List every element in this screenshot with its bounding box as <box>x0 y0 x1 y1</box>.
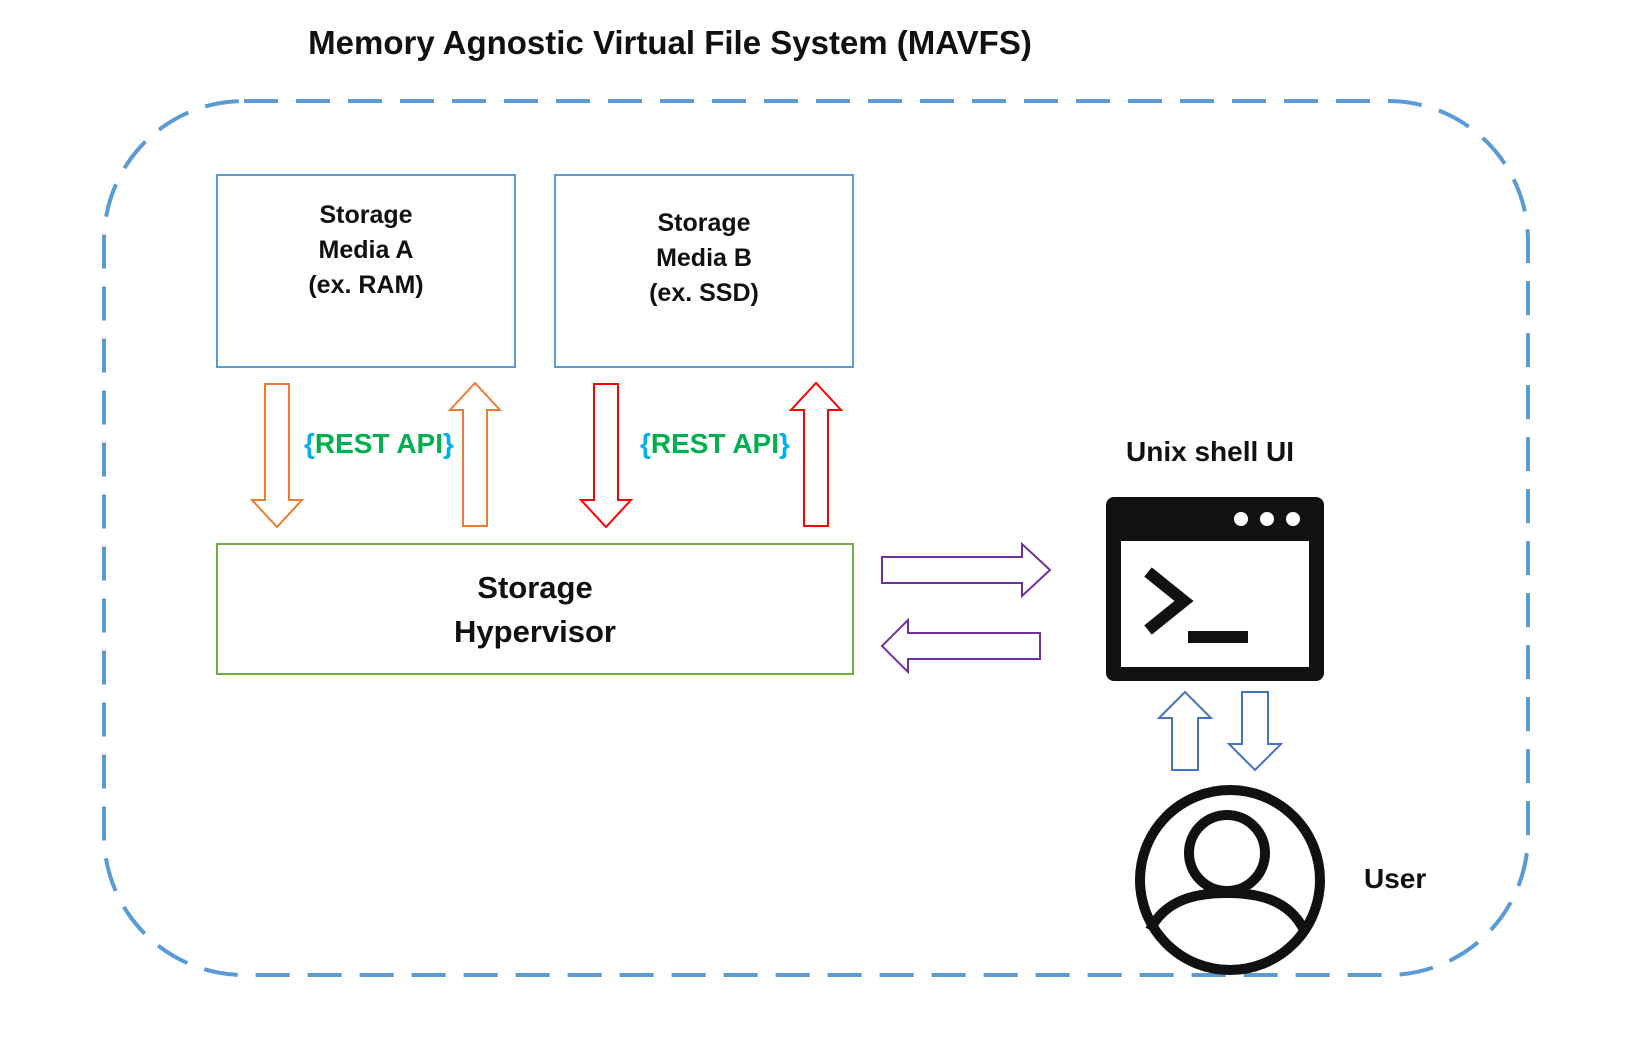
diagram-title: Memory Agnostic Virtual File System (MAV… <box>308 24 1032 61</box>
rest-api-b-close-brace: } <box>779 428 790 459</box>
media-b-line-2: Media B <box>656 244 752 272</box>
rest-api-a-close-brace: } <box>443 428 454 459</box>
rest-api-b-text: REST API <box>650 428 779 459</box>
storage-media-b-label: Storage Media B (ex. SSD) <box>555 206 853 311</box>
system-boundary <box>102 99 1530 977</box>
rest-api-label-a: {REST API} <box>304 428 454 460</box>
shell-to-user-arrow <box>1226 691 1284 772</box>
media-a-up-arrow <box>447 381 503 527</box>
hypervisor-line-2: Hypervisor <box>454 614 616 649</box>
media-a-line-2: Media A <box>318 236 414 264</box>
media-a-line-3: (ex. RAM) <box>308 271 424 299</box>
storage-media-a-box <box>216 174 516 368</box>
rest-api-a-open-brace: { <box>304 428 315 459</box>
storage-media-b-box <box>554 174 854 368</box>
hypervisor-to-shell-arrow <box>881 541 1052 599</box>
unix-shell-ui-label: Unix shell UI <box>1126 436 1295 467</box>
storage-media-a-label: Storage Media A (ex. RAM) <box>217 198 515 303</box>
storage-hypervisor-label: Storage Hypervisor <box>217 566 853 654</box>
media-b-up-arrow <box>788 381 844 527</box>
shell-to-hypervisor-arrow <box>880 617 1041 675</box>
user-label: User <box>1364 863 1427 894</box>
user-avatar-icon <box>1135 785 1325 975</box>
hypervisor-line-1: Storage <box>477 570 593 605</box>
media-a-down-arrow <box>249 383 305 529</box>
media-b-line-1: Storage <box>657 209 751 237</box>
user-to-shell-arrow <box>1156 690 1214 771</box>
media-a-line-1: Storage <box>319 201 413 229</box>
rest-api-a-text: REST API <box>314 428 443 459</box>
rest-api-label-b: {REST API} <box>640 428 790 460</box>
terminal-window-icon <box>1106 497 1324 681</box>
storage-hypervisor-box <box>216 543 854 675</box>
media-b-line-3: (ex. SSD) <box>649 279 759 307</box>
media-b-down-arrow <box>578 383 634 529</box>
rest-api-b-open-brace: { <box>640 428 651 459</box>
